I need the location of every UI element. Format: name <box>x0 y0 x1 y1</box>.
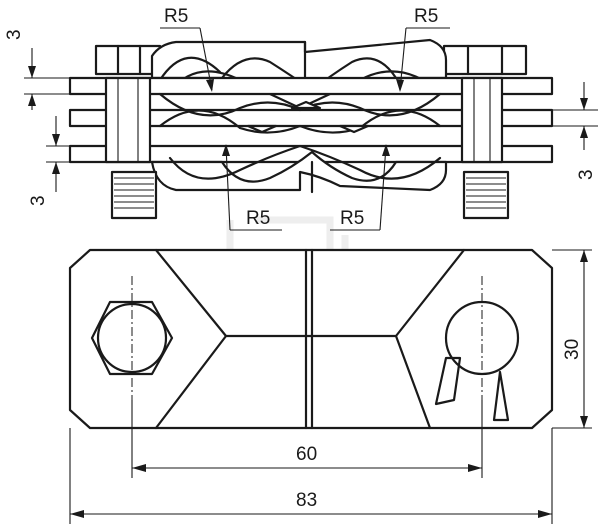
height-dimension-label: 30 <box>562 339 583 360</box>
thickness-label-right: 3 <box>576 169 597 180</box>
top-right-nut <box>442 44 528 76</box>
radius-label-bottom-left: R5 <box>246 208 270 229</box>
right-bolt-shank <box>460 76 504 164</box>
top-plate <box>68 76 554 96</box>
bolt-spacing-dimension-label: 60 <box>296 444 317 465</box>
clamp-side-view: R5 R5 R5 R5 3 3 3 <box>4 6 598 231</box>
left-bolt-hex-head <box>90 300 174 376</box>
thickness-label-bottom: 3 <box>28 195 49 206</box>
radius-label-top-left: R5 <box>164 6 188 27</box>
left-bolt-shank <box>104 76 152 164</box>
right-thread-end <box>462 170 510 220</box>
radius-label-top-right: R5 <box>414 6 438 27</box>
radius-label-bottom-right: R5 <box>340 208 364 229</box>
overall-length-dimension-label: 83 <box>296 490 317 511</box>
clamp-plan-view: 30 60 83 <box>68 248 592 524</box>
thickness-label-top: 3 <box>4 29 25 40</box>
top-left-nut <box>94 44 162 76</box>
upper-clamp-body <box>150 38 448 92</box>
lower-clamp-body <box>150 150 448 192</box>
middle-plate <box>68 108 554 128</box>
left-thread-end <box>110 170 158 220</box>
